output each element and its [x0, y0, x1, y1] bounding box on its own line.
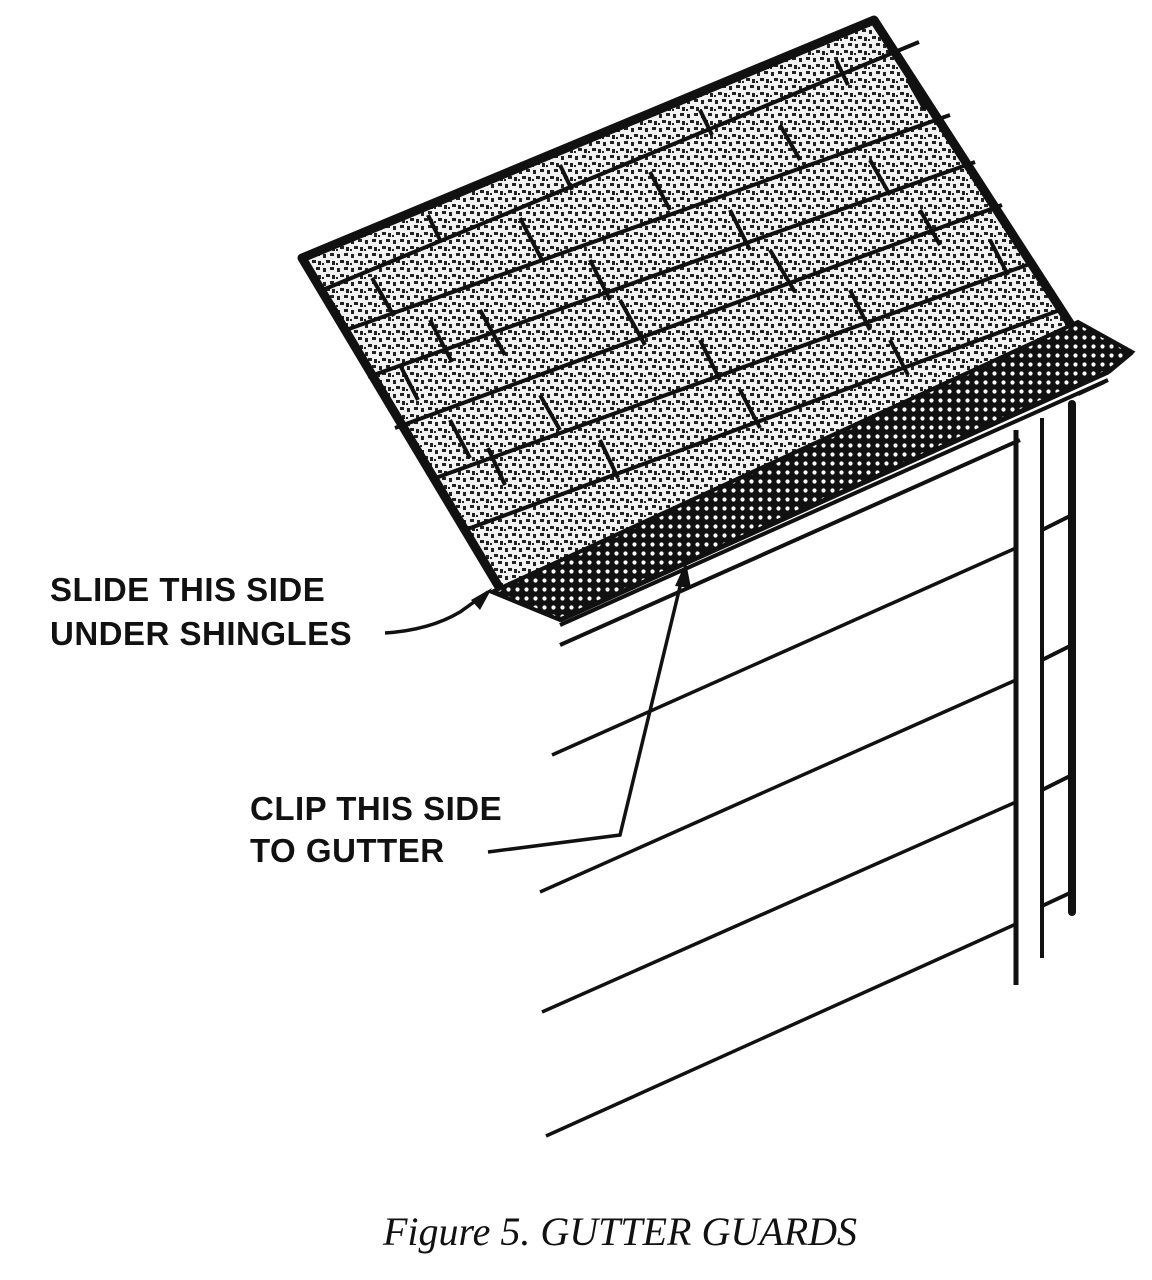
downspout — [1013, 400, 1076, 985]
label-clip-line2: TO GUTTER — [250, 832, 445, 869]
gutter — [559, 378, 1109, 647]
label-slide-line2: UNDER SHINGLES — [50, 615, 353, 652]
gutter-guard-mesh — [486, 319, 1136, 623]
label-clip-line1: CLIP THIS SIDE — [250, 790, 503, 827]
roof-shingles — [297, 15, 1078, 597]
label-slide-line1: SLIDE THIS SIDE — [50, 571, 326, 608]
slide-leader-line — [384, 588, 492, 635]
clip-leader-line — [487, 562, 691, 854]
house-siding — [539, 546, 1017, 1138]
figure-caption: Figure 5. GUTTER GUARDS — [382, 1209, 858, 1254]
